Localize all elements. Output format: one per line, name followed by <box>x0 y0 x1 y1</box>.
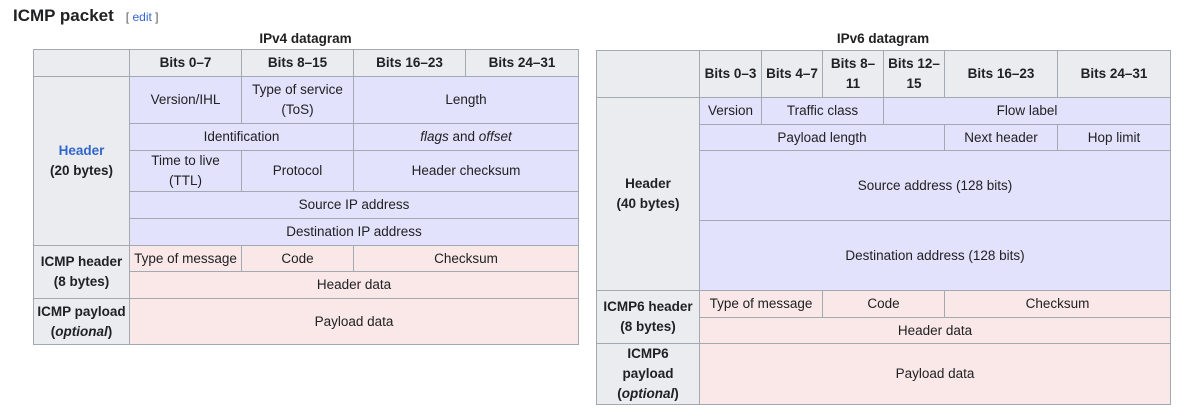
identification-field: Identification <box>129 123 354 151</box>
icmp-header-label: ICMP header (8 bytes) <box>33 245 130 299</box>
edit-link[interactable]: edit <box>132 10 152 24</box>
section-heading: ICMP packet [ edit ] <box>13 6 159 26</box>
column-header: Bits 8–15 <box>241 49 354 77</box>
section-title: ICMP packet <box>13 6 114 25</box>
type-of-message-field: Type of message <box>699 290 823 318</box>
ttl-field: Time to live (TTL) <box>129 150 242 192</box>
column-header: Bits 8–11 <box>822 50 884 98</box>
column-header: Bits 0–3 <box>699 50 762 98</box>
destination-address-field: Destination address (128 bits) <box>699 220 1171 291</box>
corner-cell <box>33 49 130 77</box>
ipv4-block: IPv4 datagram Bits 0–7 Bits 8–15 Bits 16… <box>33 30 579 345</box>
source-ip-field: Source IP address <box>129 191 579 219</box>
header-link[interactable]: Header <box>58 143 105 158</box>
hop-limit-field: Hop limit <box>1057 124 1171 151</box>
corner-cell <box>596 50 700 98</box>
column-header: Bits 16–23 <box>353 49 466 77</box>
protocol-field: Protocol <box>241 150 354 192</box>
header-data-field: Header data <box>129 271 579 299</box>
icmp6-header-label: ICMP6 header (8 bytes) <box>596 290 700 344</box>
header-size: (20 bytes) <box>49 163 114 178</box>
column-header: Bits 12–15 <box>883 50 945 98</box>
payload-data-field: Payload data <box>129 298 579 345</box>
icmp6-payload-label: ICMP6 payload (optional) <box>596 343 700 405</box>
flow-label-field: Flow label <box>883 97 1171 125</box>
column-header: Bits 0–7 <box>129 49 242 77</box>
column-header: Bits 24–31 <box>465 49 579 77</box>
payload-length-field: Payload length <box>699 124 945 151</box>
ipv4-table: Bits 0–7 Bits 8–15 Bits 16–23 Bits 24–31… <box>33 49 579 345</box>
payload-data-field: Payload data <box>699 343 1171 405</box>
ipv6-caption: IPv6 datagram <box>836 31 930 46</box>
version-field: Version <box>699 97 762 125</box>
column-header: Bits 24–31 <box>1057 50 1171 98</box>
next-header-field: Next header <box>944 124 1058 151</box>
ipv4-caption: IPv4 datagram <box>259 31 352 46</box>
ipv6-block: IPv6 datagram Bits 0–3 Bits 4–7 Bits 8–1… <box>596 30 1171 405</box>
flags-offset-field: flags and offset <box>353 123 579 151</box>
header-row-label: Header (40 bytes) <box>596 97 700 291</box>
icmp-payload-label: ICMP payload (optional) <box>33 298 130 345</box>
header-row-label: Header (20 bytes) <box>33 76 130 246</box>
column-header: Bits 4–7 <box>761 50 823 98</box>
ipv6-table: Bits 0–3 Bits 4–7 Bits 8–11 Bits 12–15 B… <box>596 50 1171 405</box>
version-ihl-field: Version/IHL <box>129 76 242 124</box>
code-field: Code <box>822 290 945 318</box>
code-field: Code <box>241 245 354 272</box>
tos-field: Type of service (ToS) <box>241 76 354 124</box>
column-header: Bits 16–23 <box>944 50 1058 98</box>
destination-ip-field: Destination IP address <box>129 218 579 246</box>
type-of-message-field: Type of message <box>129 245 242 272</box>
edit-section: [ edit ] <box>125 10 159 24</box>
header-data-field: Header data <box>699 317 1171 344</box>
header-checksum-field: Header checksum <box>353 150 579 192</box>
source-address-field: Source address (128 bits) <box>699 150 1171 221</box>
checksum-field: Checksum <box>353 245 579 272</box>
traffic-class-field: Traffic class <box>761 97 884 125</box>
length-field: Length <box>353 76 579 124</box>
checksum-field: Checksum <box>944 290 1171 318</box>
